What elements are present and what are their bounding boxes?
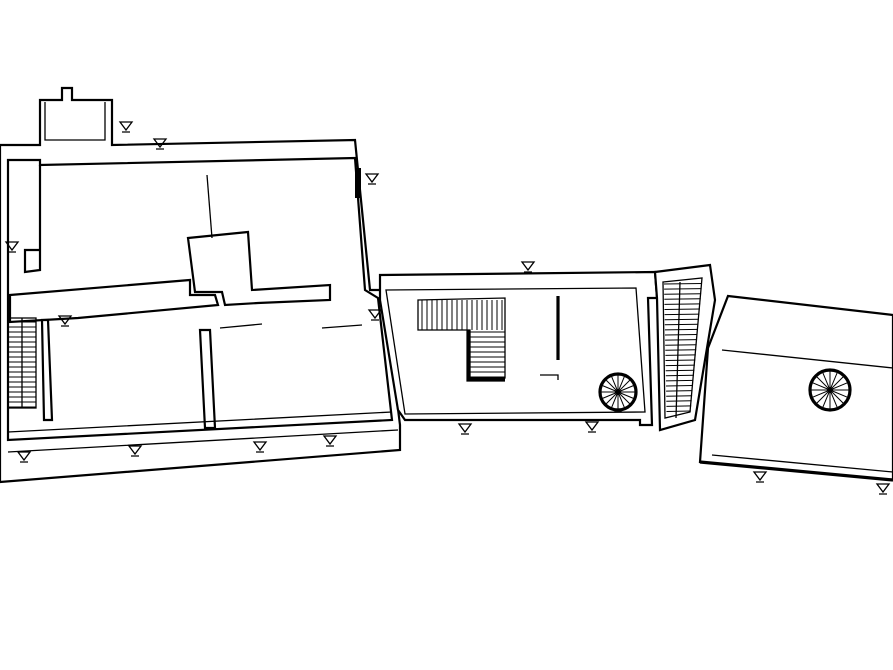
spiral-step [821,371,831,391]
middle-wing-inner-wall [385,287,646,415]
spiral-step [617,391,632,406]
window-marker-icon [252,441,268,453]
chimney-icon [355,168,361,198]
window-marker-icon [4,241,20,253]
spiral-stair-icon [598,372,638,412]
stair-tread [666,410,691,412]
spiral-step [617,375,626,393]
spiral-step [829,371,839,391]
partition-wall-1 [23,165,42,274]
stair-tread [665,349,697,351]
spiral-step [604,378,619,393]
internal-short-wall [540,374,559,380]
window-marker-icon [57,315,73,327]
stair-tread [665,379,694,382]
window-marker-icon [457,423,473,435]
spiral-stair-core [615,389,621,395]
window-marker-icon [364,173,380,185]
spiral-stair-core [827,387,833,393]
spiral-step [815,375,831,391]
partition-wall-6 [40,318,54,422]
stair-tread [665,374,694,377]
stair-tread [665,369,695,372]
window-marker-icon [322,435,338,447]
stair-tread [666,395,693,397]
right-pavilion [698,294,893,482]
window-marker-icon [127,445,143,457]
stair-tread [665,359,696,361]
stair-tread [665,364,695,367]
spiral-step [829,389,849,399]
spiral-step [617,378,632,393]
spiral-step [811,381,831,391]
stair-tread [664,303,701,305]
top-bay [44,102,106,141]
pavilion-inner-wall [711,349,893,473]
spiral-step [610,391,619,409]
middle-wing [378,270,659,427]
partition-wall-3 [186,230,332,307]
spiral-step [829,375,845,391]
spiral-step [815,389,831,405]
stair-tread [666,405,692,407]
stair-tread [664,288,702,290]
stair-tread [664,298,701,300]
window-marker-icon [584,421,600,433]
stair-tread [665,354,696,356]
partition-wall-2 [8,278,220,324]
stair-tread [664,334,698,336]
connecting-stair [653,263,717,432]
window-marker-icon [520,261,536,273]
window-marker-icon [118,121,134,133]
stair-tread [666,390,693,392]
partition-wall-5 [198,328,217,430]
stair-tread [664,293,702,295]
spiral-stair-icon [808,368,852,412]
stair-tread [664,328,698,331]
spiral-step [604,391,619,406]
stair-tread [664,318,699,321]
spiral-step [811,389,831,399]
window-marker-icon [152,138,168,150]
spiral-step [829,389,839,409]
stair-tread [664,323,699,326]
window-marker-icon [16,451,32,463]
pavilion-bottom-wall [699,460,893,482]
stair-tread [666,400,692,402]
stair-tread [664,308,700,310]
window-marker-icon [752,471,768,483]
stair-tread [665,385,694,387]
window-marker-icon [367,309,383,321]
spiral-step [829,381,849,391]
partition-wall-7 [219,323,363,329]
window-marker-icon [4,121,891,495]
spiral-step [829,389,845,405]
spiral-step [617,391,626,409]
window-marker-icon [875,483,891,495]
south-wall-inner-band [7,411,399,453]
main-house [0,86,402,484]
spiral-step [610,375,619,393]
stair-tread [664,313,700,316]
stair-tread [665,344,697,346]
l-stair-icon [417,297,506,382]
spiral-step [821,389,831,409]
main-house-inner-wall-line [6,156,394,442]
partition-wall-4 [206,174,213,239]
pavilion-outer-wall [698,294,893,482]
stair-stringer [675,281,681,419]
middle-wing-outer-wall [378,270,659,427]
stair-tread [663,283,703,285]
straight-stair-icon [7,317,37,409]
stair-tread [665,339,698,341]
